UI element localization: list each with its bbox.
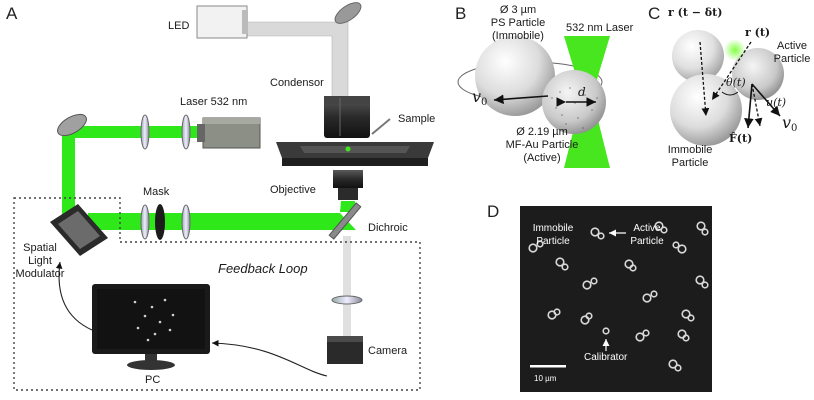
panel-label-d: D [487,202,500,221]
active-particle-c-line-1: Active [777,40,807,52]
tube-lens [331,295,363,305]
immobile-particle-d-label: Immobile Particle [530,222,576,248]
immobile-particle-c-line-2: Particle [671,157,709,169]
immobile-particle-d-line-1: Immobile [532,223,574,234]
pc-to-slm-arrow [55,261,93,331]
green-laser-label: 532 nm Laser [566,22,634,34]
mirror-upper [57,113,87,137]
micrograph-particles [528,221,709,372]
slm-label-line-1: Spatial [23,242,57,254]
velocity-arrow [493,94,549,105]
r-now-label: r (t) [745,26,771,39]
lens-upper-2 [181,114,191,150]
v0-c-subscript: 0 [791,123,798,135]
mask-element [155,204,165,240]
dichroic-label: Dichroic [368,222,408,234]
active-particle-d-line-2: Particle [630,236,664,247]
au-particle-speckle [551,87,598,129]
theta-arc [721,91,739,96]
slm-label-line-3: Modulator [15,268,65,280]
au-particle-size: Ø 2.19 µm [516,126,568,138]
immobile-particle-c-label: Immobile Particle [662,144,718,170]
velocity-label: v0 [472,87,488,109]
au-particle-label: Ø 2.19 µm MF-Au Particle (Active) [494,126,590,165]
laser-glow [724,39,746,61]
v0-c-label: v0 [782,113,798,135]
feedback-loop-box [13,197,421,391]
active-particle-c-label: Active Particle [770,40,814,66]
panel-label-a: A [6,4,18,23]
imaging-beam [343,236,351,336]
r-prev-vector [699,41,710,117]
ps-particle-state: (Immobile) [492,30,544,42]
mask-label: Mask [143,186,170,198]
immobile-particle-d-line-2: Particle [536,236,570,247]
condensor [324,96,370,138]
lens-mask-2 [181,204,191,240]
r-prev-label: r (t − δt) [668,6,723,19]
theta-label: θ(t) [726,76,746,89]
sample-pointer [371,118,391,135]
ps-particle-name: PS Particle [490,17,546,29]
velocity-symbol: v [472,87,482,106]
camera-label: Camera [368,345,408,357]
lens-upper-1 [140,114,150,150]
spatial-light-modulator [50,204,108,256]
slm-label-line-2: Light [28,255,52,267]
laser-label: Laser 532 nm [180,96,248,108]
led-source [196,5,248,39]
micrograph-background [520,206,712,392]
slm-label: Spatial Light Modulator [10,242,70,281]
camera-to-pc-arrow [211,339,328,377]
laser-path [62,126,356,230]
ps-particle-size: Ø 3 µm [499,4,537,16]
active-particle-d-line-1: Active [633,223,661,234]
condensor-label: Condensor [270,77,324,89]
force-vector [744,83,754,129]
led-label: LED [168,20,190,32]
u-label: u(t) [766,96,787,109]
immobile-particle-sphere-upper [672,30,724,82]
led-mirror [334,2,362,24]
u-vector [751,83,763,127]
panel-label-b: B [455,4,467,23]
immobile-particle-c-line-1: Immobile [667,144,713,156]
scale-bar [530,365,566,368]
panel-label-c: C [648,4,661,23]
laser-532 [197,117,261,149]
v0-vector [751,83,781,117]
dichroic-mirror [328,202,362,240]
ps-particle-label: Ø 3 µm PS Particle (Immobile) [478,4,558,43]
sample-label: Sample [398,113,436,125]
active-particle-sphere [732,48,784,100]
active-particle-c-line-2: Particle [773,53,811,65]
active-particle-d-label: Active Particle [624,222,670,248]
calibrator-label: Calibrator [584,352,628,363]
scale-bar-label: 10 µm [534,374,557,383]
force-label: F̂(t) [729,132,753,145]
feedback-loop-label: Feedback Loop [218,261,308,276]
velocity-subscript: 0 [481,97,488,109]
objective [333,170,363,200]
pc-label: PC [145,374,161,386]
camera [327,336,363,364]
distance-label: d [578,85,586,99]
sample-stage [276,142,434,166]
objective-label: Objective [270,184,316,196]
au-particle-state: (Active) [523,152,561,164]
v0-c-symbol: v [782,113,792,132]
r-now-vector [711,41,752,101]
lens-mask-1 [140,204,150,240]
au-particle-name: MF-Au Particle [505,139,579,151]
pc-monitor [92,284,210,370]
